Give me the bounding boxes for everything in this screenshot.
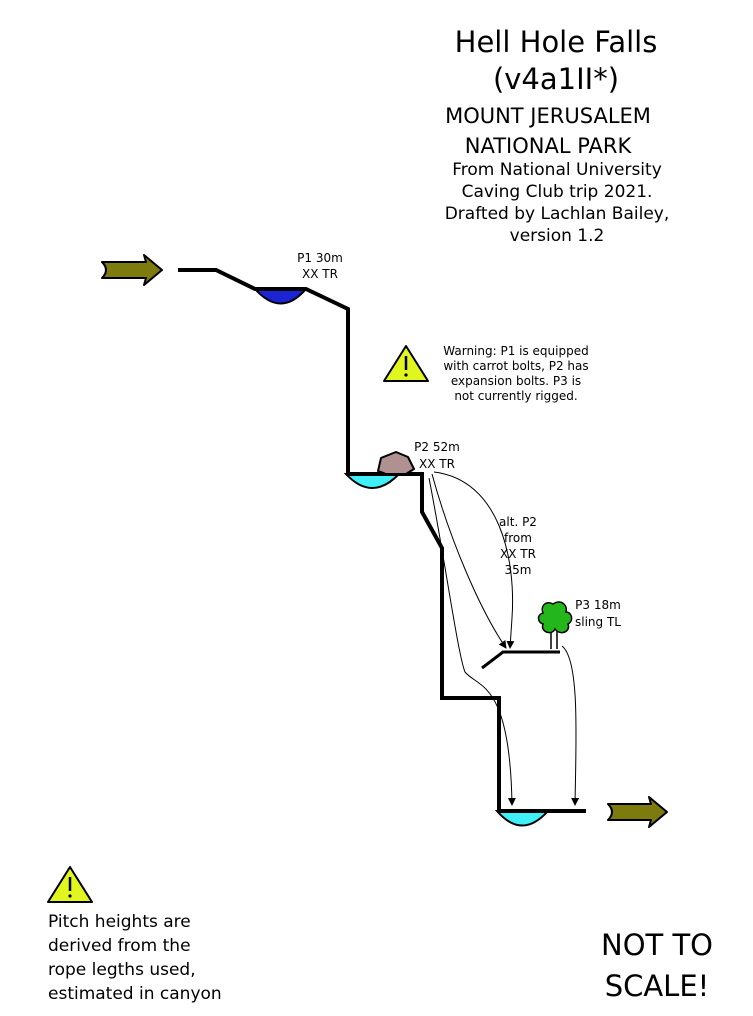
canyon-profile-line — [178, 268, 586, 813]
warning-text-line1: Warning: P1 is equipped — [443, 344, 588, 358]
park-name-line2: NATIONAL PARK — [465, 134, 633, 158]
alt-p2-ledge — [481, 650, 560, 670]
credits-line4: version 1.2 — [510, 226, 605, 246]
alt-p2-label-line1: alt. P2 — [499, 515, 537, 529]
p3-label: P3 18m — [575, 598, 621, 612]
pool-p2-shallow — [343, 473, 402, 489]
park-name-line1: MOUNT JERUSALEM — [445, 104, 651, 128]
credits-line2: Caving Club trip 2021. — [462, 182, 653, 202]
exit-arrow-icon — [607, 796, 668, 828]
p1-rig-label: XX TR — [302, 267, 338, 281]
diagram-grade: (v4a1II*) — [493, 62, 619, 96]
p3-rig-label: sling TL — [575, 615, 621, 629]
boulder-anchor-icon — [377, 451, 415, 475]
warning-text-line3: expansion bolts. P3 is — [451, 374, 581, 388]
warning-text-line4: not currently rigged. — [454, 389, 577, 403]
not-to-scale-line1: NOT TO — [601, 928, 713, 962]
credits-line1: From National University — [452, 160, 662, 180]
warning-icon — [383, 345, 429, 382]
diagram-title: Hell Hole Falls — [455, 25, 658, 59]
tree-anchor-icon — [537, 601, 573, 649]
note-line3: rope legths used, — [48, 960, 196, 980]
note-warning-icon — [47, 866, 93, 903]
not-to-scale-line2: SCALE! — [605, 969, 710, 1003]
note-line4: estimated in canyon — [48, 984, 222, 1004]
warning-text-line2: with carrot bolts, P2 has — [443, 359, 588, 373]
credits-line3: Drafted by Lachlan Bailey, — [445, 204, 670, 224]
rope-p3 — [561, 645, 580, 806]
rope-alt-p2 — [433, 471, 515, 649]
entry-arrow-icon — [101, 254, 163, 286]
alt-p2-label-line4: 35m — [505, 563, 532, 577]
note-line2: derived from the — [48, 936, 191, 956]
p2-rig-label: XX TR — [419, 457, 455, 471]
pool-p1-deep — [252, 288, 309, 305]
note-line1: Pitch heights are — [48, 912, 191, 932]
alt-p2-label-line3: XX TR — [500, 547, 536, 561]
pool-final-shallow — [494, 810, 551, 827]
rope-p2-main — [428, 477, 516, 806]
p1-label: P1 30m — [297, 251, 343, 265]
rope-p2-to-ledge — [431, 473, 507, 649]
p2-label: P2 52m — [414, 440, 460, 454]
alt-p2-label-line2: from — [504, 531, 532, 545]
